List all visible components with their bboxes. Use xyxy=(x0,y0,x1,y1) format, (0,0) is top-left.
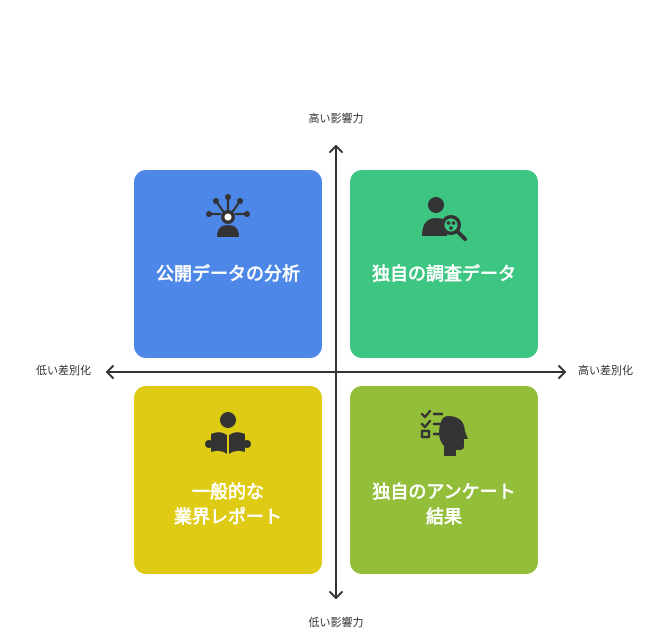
vertical-axis-bottom-arrow xyxy=(329,591,343,599)
person-reading-icon xyxy=(205,412,251,454)
quadrant-label: 独自のアンケート 結果 xyxy=(350,480,538,530)
person-magnifier-icon xyxy=(422,197,467,241)
horizontal-axis-left-arrow xyxy=(106,365,114,379)
network-person-icon xyxy=(206,194,250,237)
quadrant-general-industry-report: 一般的な 業界レポート xyxy=(134,386,322,574)
vertical-axis-top-arrow xyxy=(329,145,343,153)
quadrant-label-line: 一般的な xyxy=(192,482,264,503)
checklist-head-icon xyxy=(420,409,468,456)
axis-label-high-differentiation: 高い差別化 xyxy=(578,364,633,377)
quadrant-label: 一般的な 業界レポート xyxy=(134,480,322,530)
quadrant-label-line: 公開データの分析 xyxy=(156,264,300,285)
quadrant-label-line: 独自の調査データ xyxy=(372,264,516,285)
quadrant-proprietary-research-data: 独自の調査データ xyxy=(350,170,538,358)
quadrant-label: 独自の調査データ xyxy=(350,262,538,287)
quadrant-proprietary-survey-results: 独自のアンケート 結果 xyxy=(350,386,538,574)
quadrant-label-line: 独自のアンケート xyxy=(372,482,516,503)
axis-label-low-differentiation: 低い差別化 xyxy=(36,364,91,377)
axis-label-low-impact: 低い影響力 xyxy=(308,616,364,629)
horizontal-axis-right-arrow xyxy=(558,365,566,379)
quadrant-label-line: 業界レポート xyxy=(174,507,282,528)
quadrant-label: 公開データの分析 xyxy=(134,262,322,287)
quadrant-public-data-analysis: 公開データの分析 xyxy=(134,170,322,358)
axis-label-high-impact: 高い影響力 xyxy=(308,112,364,125)
quadrant-label-line: 結果 xyxy=(426,507,462,528)
